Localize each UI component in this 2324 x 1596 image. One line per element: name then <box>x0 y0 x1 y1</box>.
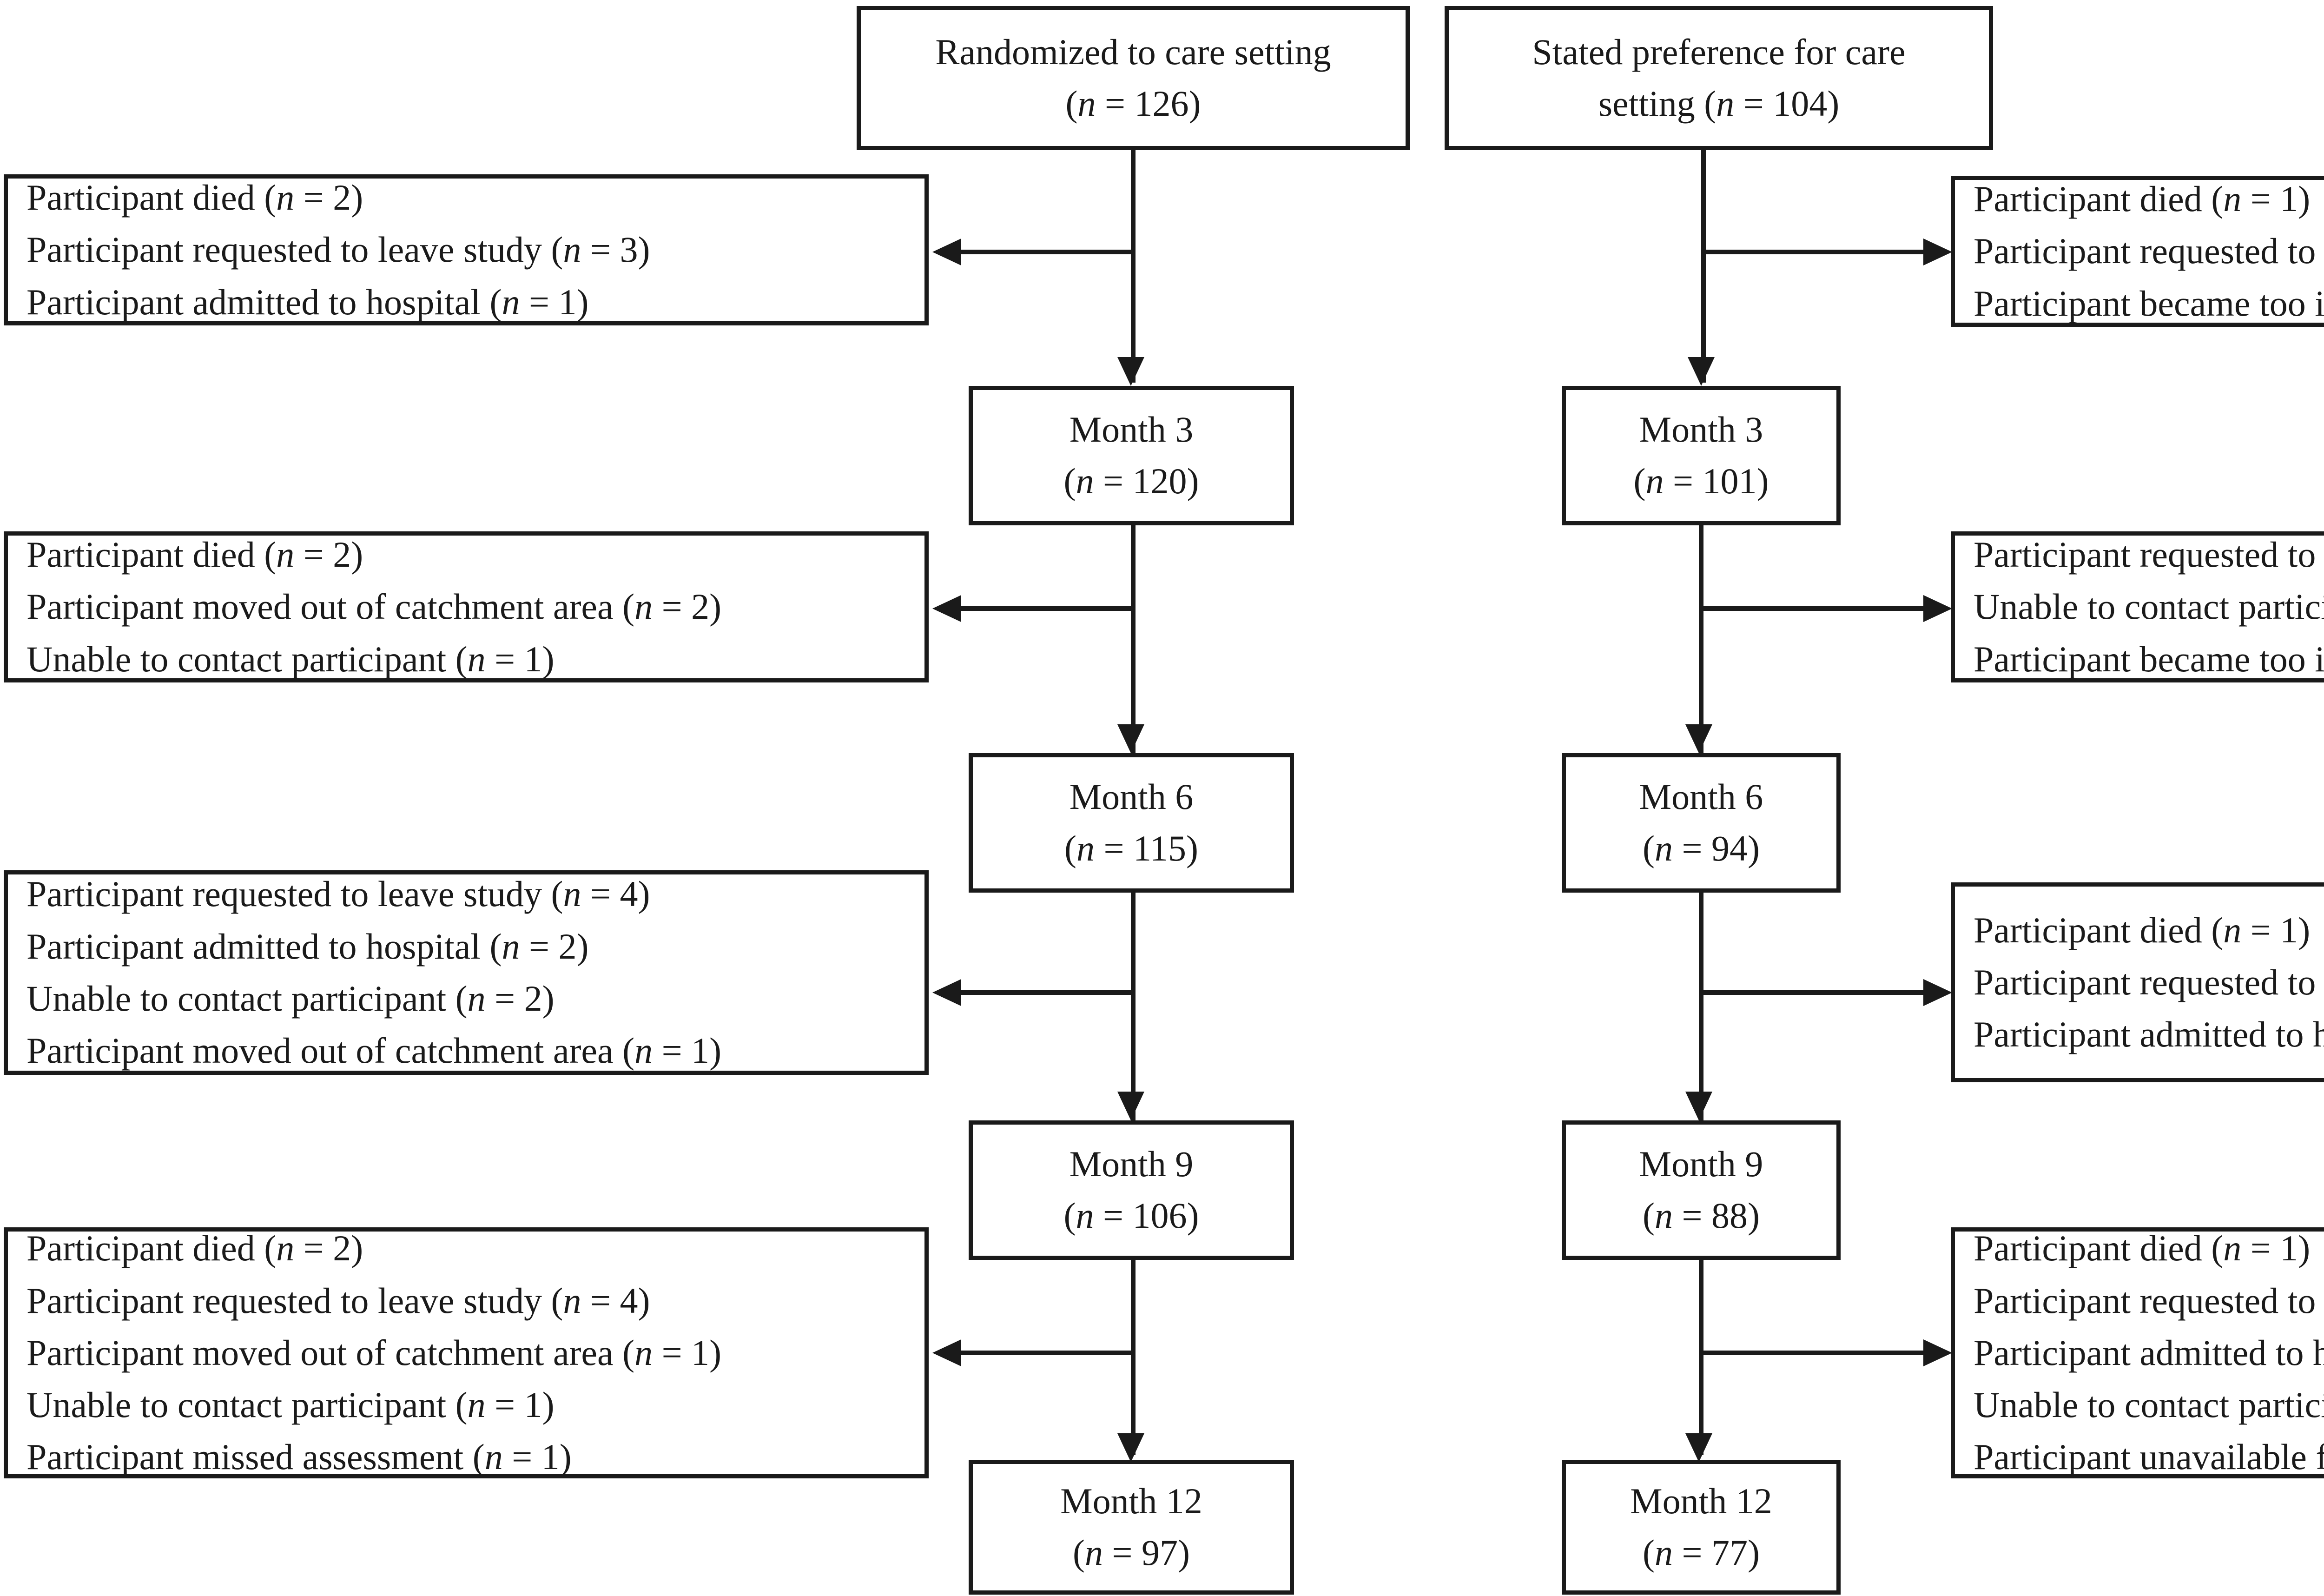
node-title: Month 6 <box>1639 776 1763 817</box>
exclusion-reason: Unable to contact participant (n = 1) <box>26 1384 555 1425</box>
connector-preference-excl1 <box>1701 250 1924 254</box>
exclusion-box-randomized-month3: Participant died (n = 2) Participant mov… <box>4 531 929 682</box>
arrowhead-down-randomized-m12 <box>1117 1433 1144 1462</box>
node-title: Stated preference for care <box>1532 32 1906 73</box>
node-title: Month 9 <box>1639 1144 1763 1185</box>
connector-preference-excl2 <box>1699 606 1924 611</box>
node-count: (n = 97) <box>1073 1532 1190 1573</box>
node-preference-month12: Month 12 (n = 77) <box>1562 1460 1841 1595</box>
exclusion-reason: Participant died (n = 1) <box>1974 179 2311 219</box>
node-count: (n = 77) <box>1643 1532 1760 1573</box>
arrowhead-right-preference-excl3 <box>1923 979 1952 1006</box>
exclusion-box-randomized-month6: Participant requested to leave study (n … <box>4 870 929 1075</box>
arrowhead-down-preference-m12 <box>1685 1433 1712 1462</box>
node-count: (n = 88) <box>1643 1195 1760 1236</box>
arrowhead-right-preference-excl2 <box>1923 595 1952 622</box>
node-randomized-month6: Month 6 (n = 115) <box>969 753 1294 893</box>
connector-preference-baseline-to-m3 <box>1701 150 1706 383</box>
exclusion-reason: Participant admitted to hospital (n = 2) <box>1974 1332 2324 1373</box>
connector-randomized-baseline-to-m3 <box>1131 150 1136 383</box>
exclusion-reason: Participant admitted to hospital (n = 1) <box>1974 1014 2324 1055</box>
exclusion-reason: Participant admitted to hospital (n = 1) <box>26 281 589 322</box>
node-title: Month 12 <box>1060 1481 1202 1522</box>
exclusion-reason: Unable to contact participant (n = 1) <box>1974 586 2324 627</box>
connector-randomized-excl2 <box>961 606 1133 611</box>
exclusion-reason: Participant unavailable for assessment (… <box>1974 1437 2324 1477</box>
arrowhead-down-randomized-m9 <box>1117 1092 1144 1120</box>
exclusion-reason: Participant requested to leave study (n … <box>1974 534 2324 575</box>
connector-randomized-excl3 <box>961 990 1133 995</box>
node-title: Month 12 <box>1630 1481 1772 1522</box>
node-randomized-month3: Month 3 (n = 120) <box>969 386 1294 525</box>
exclusion-reason: Participant moved out of catchment area … <box>26 1030 722 1071</box>
exclusion-box-preference-month9: Participant died (n = 1) Participant req… <box>1951 1227 2324 1478</box>
exclusion-reason: Participant became too ill (n = 1) <box>1974 283 2324 324</box>
node-count: (n = 101) <box>1633 461 1769 501</box>
exclusion-box-randomized-month9: Participant died (n = 2) Participant req… <box>4 1227 929 1478</box>
connector-randomized-excl1 <box>961 250 1133 254</box>
node-randomized-month9: Month 9 (n = 106) <box>969 1120 1294 1260</box>
node-preference-month3: Month 3 (n = 101) <box>1562 386 1841 525</box>
arrowhead-right-preference-excl4 <box>1923 1339 1952 1366</box>
arrowhead-down-preference-m3 <box>1688 357 1715 386</box>
exclusion-reason: Participant admitted to hospital (n = 2) <box>26 926 589 967</box>
exclusion-box-preference-month3: Participant requested to leave study (n … <box>1951 531 2324 682</box>
exclusion-reason: Participant died (n = 1) <box>1974 1228 2311 1269</box>
arrowhead-down-randomized-m6 <box>1117 724 1144 753</box>
connector-preference-m6-to-m9 <box>1699 893 1703 1120</box>
node-randomized-month12: Month 12 (n = 97) <box>969 1460 1294 1595</box>
connector-randomized-m3-to-m6 <box>1131 525 1136 753</box>
exclusion-reason: Participant requested to leave study (n … <box>1974 961 2324 1002</box>
arrowhead-down-preference-m9 <box>1685 1092 1712 1120</box>
exclusion-reason: Participant missed assessment (n = 1) <box>26 1437 572 1477</box>
node-count: (n = 126) <box>1065 83 1201 124</box>
node-title: Randomized to care setting <box>935 32 1331 73</box>
exclusion-reason: Participant requested to leave study (n … <box>1974 1280 2324 1321</box>
exclusion-reason: Unable to contact participant (n = 4) <box>1974 1384 2324 1425</box>
exclusion-reason: Participant moved out of catchment area … <box>26 1332 722 1373</box>
exclusion-reason: Participant died (n = 2) <box>26 1228 363 1269</box>
exclusion-reason: Participant died (n = 1) <box>1974 909 2311 950</box>
node-count: (n = 115) <box>1064 828 1199 868</box>
node-preference-month6: Month 6 (n = 94) <box>1562 753 1841 893</box>
arrowhead-left-randomized-excl4 <box>932 1339 961 1366</box>
arrowhead-down-preference-m6 <box>1685 724 1712 753</box>
arrowhead-left-randomized-excl3 <box>932 979 961 1006</box>
arrowhead-right-preference-excl1 <box>1923 238 1952 265</box>
node-preference-month9: Month 9 (n = 88) <box>1562 1120 1841 1260</box>
exclusion-box-preference-month6: Participant died (n = 1) Participant req… <box>1951 882 2324 1082</box>
exclusion-box-preference-baseline: Participant died (n = 1) Participant req… <box>1951 176 2324 327</box>
arrowhead-down-randomized-m3 <box>1117 357 1144 386</box>
exclusion-reason: Participant requested to leave study (n … <box>26 229 650 270</box>
node-title: Month 3 <box>1639 409 1763 450</box>
node-randomized-baseline: Randomized to care setting (n = 126) <box>857 6 1410 150</box>
node-count: setting (n = 104) <box>1598 83 1840 124</box>
connector-preference-m3-to-m6 <box>1699 525 1703 753</box>
exclusion-reason: Participant requested to leave study (n … <box>1974 231 2324 272</box>
node-count: (n = 120) <box>1063 461 1199 501</box>
exclusion-reason: Participant moved out of catchment area … <box>26 586 722 627</box>
node-title: Month 3 <box>1069 409 1194 450</box>
node-count: (n = 106) <box>1063 1195 1199 1236</box>
node-count: (n = 94) <box>1643 828 1760 868</box>
node-preference-baseline: Stated preference for care setting (n = … <box>1445 6 1993 150</box>
exclusion-box-randomized-baseline: Participant died (n = 2) Participant req… <box>4 174 929 325</box>
exclusion-reason: Participant requested to leave study (n … <box>26 1280 650 1321</box>
exclusion-reason: Participant requested to leave study (n … <box>26 874 650 914</box>
connector-randomized-m6-to-m9 <box>1131 893 1136 1120</box>
arrowhead-left-randomized-excl2 <box>932 595 961 622</box>
connector-randomized-excl4 <box>961 1351 1133 1355</box>
connector-preference-m9-to-m12 <box>1699 1260 1703 1455</box>
node-title: Month 9 <box>1069 1144 1194 1185</box>
connector-randomized-m9-to-m12 <box>1131 1260 1136 1455</box>
exclusion-reason: Participant became too ill (n = 1) <box>1974 638 2324 679</box>
exclusion-reason: Unable to contact participant (n = 2) <box>26 978 555 1019</box>
exclusion-reason: Unable to contact participant (n = 1) <box>26 638 555 679</box>
connector-preference-excl4 <box>1699 1351 1924 1355</box>
exclusion-reason: Participant died (n = 2) <box>26 177 363 218</box>
arrowhead-left-randomized-excl1 <box>932 238 961 265</box>
exclusion-reason: Participant died (n = 2) <box>26 534 363 575</box>
connector-preference-excl3 <box>1699 990 1924 995</box>
node-title: Month 6 <box>1069 776 1194 817</box>
